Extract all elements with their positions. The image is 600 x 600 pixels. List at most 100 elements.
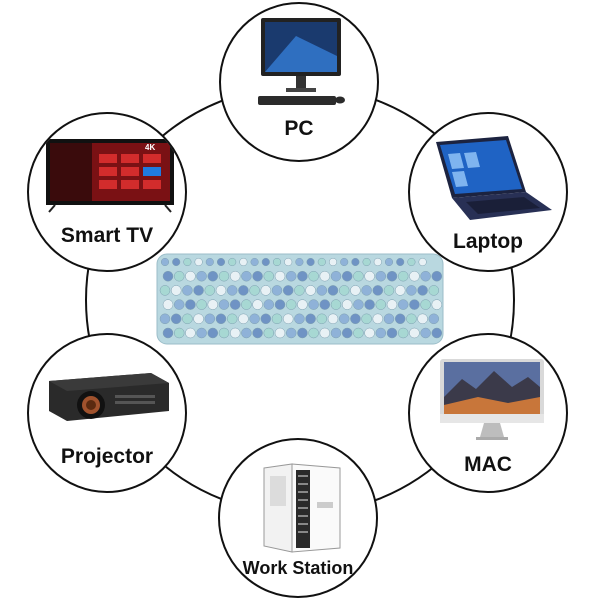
keycap — [364, 270, 375, 282]
keycap — [282, 285, 294, 296]
keycap — [364, 299, 375, 310]
keycap — [226, 313, 238, 325]
keycap — [194, 257, 203, 267]
keycap — [386, 299, 398, 310]
keycap — [272, 257, 282, 267]
keycap — [297, 327, 308, 339]
keycap — [340, 257, 349, 267]
keycap — [350, 285, 361, 296]
keycap — [364, 327, 375, 339]
keycap — [229, 327, 241, 339]
keycap — [215, 313, 227, 325]
keycap — [428, 313, 440, 325]
keycap — [260, 285, 272, 296]
keycap — [384, 257, 394, 267]
keycap — [263, 327, 275, 339]
keycap — [305, 285, 316, 296]
keycap — [196, 299, 207, 310]
keycap — [341, 327, 353, 339]
keycap — [173, 270, 185, 282]
keycap — [330, 299, 342, 310]
keycap — [338, 313, 350, 325]
keycap — [372, 313, 384, 325]
keycap — [327, 285, 339, 296]
keycap — [409, 270, 420, 282]
keycap — [397, 327, 409, 339]
keycap — [185, 270, 196, 282]
keycap — [218, 270, 230, 282]
keycap — [418, 257, 427, 267]
device-label: PC — [284, 117, 314, 140]
laptop-icon — [436, 136, 552, 220]
keycap — [252, 327, 263, 339]
keycap — [249, 313, 260, 325]
keycap — [215, 285, 227, 296]
keycap — [204, 313, 216, 325]
keycap — [306, 257, 315, 267]
keycap — [353, 270, 364, 282]
keycap — [238, 285, 249, 296]
keycap — [173, 299, 185, 310]
keycap — [431, 299, 443, 310]
keycap — [386, 327, 398, 339]
keycap — [204, 285, 216, 296]
keycap — [173, 327, 185, 339]
keycap — [397, 299, 409, 310]
keycap — [271, 313, 283, 325]
keycap — [308, 270, 319, 282]
keycap — [316, 285, 328, 296]
keycap — [417, 285, 428, 296]
keycap — [431, 327, 443, 339]
keycap — [241, 327, 252, 339]
keycap — [216, 257, 226, 267]
keycap — [297, 299, 308, 310]
imac-icon — [440, 359, 544, 440]
device-label: Laptop — [453, 230, 523, 253]
keycap — [274, 327, 286, 339]
device-node-smart-tv: 4K Smart TV — [27, 112, 187, 272]
keycap — [305, 313, 316, 325]
keycap — [172, 257, 181, 267]
keycap — [383, 285, 395, 296]
keycap — [394, 313, 406, 325]
device-node-mac: MAC — [408, 333, 568, 493]
keycap — [249, 285, 260, 296]
device-label: Smart TV — [60, 224, 154, 247]
keycap — [228, 257, 237, 267]
keycap — [341, 299, 353, 310]
keycap — [420, 299, 431, 310]
keycap — [218, 299, 230, 310]
keycap — [396, 257, 405, 267]
keycap — [330, 327, 342, 339]
keycap — [350, 313, 361, 325]
keycap — [226, 285, 238, 296]
keycap — [341, 270, 353, 282]
keycap — [383, 313, 395, 325]
keycap — [420, 270, 431, 282]
keycap — [170, 313, 182, 325]
keycap — [205, 257, 214, 267]
keycap — [386, 270, 398, 282]
keycap — [431, 270, 443, 282]
keycap — [328, 257, 338, 267]
keycap — [282, 313, 294, 325]
keycap — [327, 313, 339, 325]
keycap — [338, 285, 350, 296]
keycap — [319, 327, 331, 339]
keycap — [229, 299, 241, 310]
keycap — [260, 313, 272, 325]
keycap — [263, 270, 275, 282]
keycap — [420, 327, 431, 339]
keycap — [317, 257, 326, 267]
keycap — [183, 257, 192, 267]
keycap — [252, 299, 263, 310]
keycap — [375, 327, 387, 339]
device-node-projector: Projector — [27, 333, 187, 493]
keycap — [397, 270, 409, 282]
keycap — [182, 285, 193, 296]
device-label: Work Station — [242, 558, 354, 578]
keycap — [319, 270, 331, 282]
keycap — [196, 327, 207, 339]
keycap — [406, 285, 417, 296]
device-label: MAC — [464, 453, 512, 476]
